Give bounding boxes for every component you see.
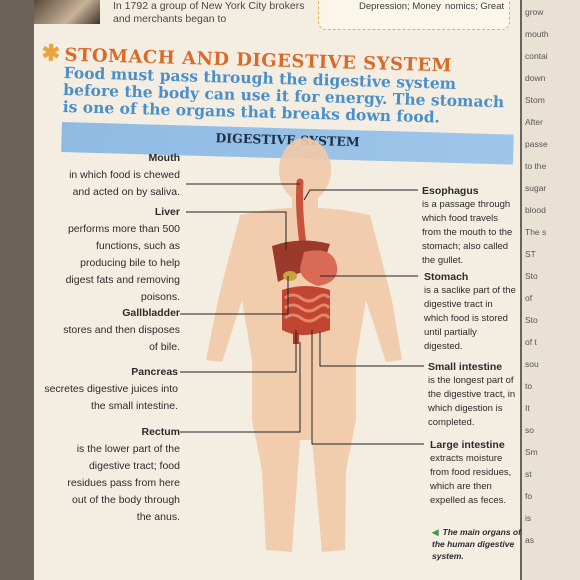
- label-stomach-name: Stomach: [424, 271, 469, 283]
- label-esophagus-name: Esophagus: [422, 185, 479, 197]
- label-mouth-desc: in which food is chewed and acted on by …: [69, 169, 180, 198]
- side-page-fragment: grow: [525, 7, 544, 17]
- caption-text: The main organs of the human digestive s…: [432, 527, 521, 561]
- side-page-fragment: of t: [525, 337, 537, 347]
- label-liver-name: Liver: [154, 206, 180, 218]
- pointer-lines: [180, 183, 424, 445]
- side-page-fragment: contai: [525, 51, 548, 61]
- side-page-fragment: mouth: [525, 29, 549, 39]
- label-pancreas-desc: secretes digestive juices into the small…: [44, 383, 178, 412]
- label-mouth-name: Mouth: [148, 152, 181, 164]
- label-esophagus-desc: is a passage through which food travels …: [422, 199, 513, 266]
- label-pancreas: Pancreas secretes digestive juices into …: [44, 364, 178, 415]
- label-gallbladder-desc: stores and then disposes of bile.: [63, 324, 180, 353]
- label-rectum: Rectum is the lower part of the digestiv…: [56, 424, 180, 526]
- label-gallbladder: Gallbladder stores and then disposes of …: [56, 305, 180, 356]
- side-page-fragment: is: [525, 513, 532, 523]
- side-page-fragment: to the: [525, 161, 547, 171]
- side-page-fragment: passe: [525, 139, 548, 149]
- label-small-intestine: Small intestine is the longest part of t…: [428, 360, 520, 430]
- side-page-fragment: to: [525, 381, 533, 391]
- side-page-fragment: The s: [525, 227, 547, 237]
- label-gallbladder-name: Gallbladder: [122, 307, 180, 319]
- label-large-intestine-desc: extracts moisture from food residues, wh…: [430, 453, 512, 506]
- gallbladder-organ: [283, 271, 297, 281]
- side-page-fragment: so: [525, 425, 534, 435]
- side-page-fragment: st: [525, 469, 532, 479]
- label-rectum-name: Rectum: [141, 426, 180, 438]
- related-topics-left: Depression; Money: [359, 1, 441, 12]
- side-page-fragment: down: [525, 73, 546, 83]
- label-large-intestine: Large intestine extracts moisture from f…: [430, 438, 522, 508]
- label-small-intestine-name: Small intestine: [428, 361, 503, 373]
- side-page-fragment: fo: [525, 491, 533, 501]
- side-page-fragment: Stom: [525, 95, 545, 105]
- side-page-fragment: Sm: [525, 447, 538, 457]
- side-page-fragment: Sto: [525, 315, 538, 325]
- label-mouth: Mouth in which food is chewed and acted …: [56, 150, 180, 201]
- label-large-intestine-name: Large intestine: [430, 439, 505, 451]
- top-photo: [34, 0, 100, 24]
- label-rectum-desc: is the lower part of the digestive tract…: [67, 443, 180, 523]
- related-topics-right: nomics; Great: [445, 1, 505, 12]
- side-page-fragment: blood: [525, 205, 546, 215]
- side-page-fragment: Sto: [525, 271, 538, 281]
- side-page-fragment: as: [525, 535, 534, 545]
- label-esophagus: Esophagus is a passage through which foo…: [422, 184, 518, 268]
- label-stomach-desc: is a saclike part of the digestive tract…: [424, 285, 516, 352]
- stomach-organ: [300, 250, 338, 286]
- label-stomach: Stomach is a saclike part of the digesti…: [424, 270, 516, 354]
- label-small-intestine-desc: is the longest part of the digestive tra…: [428, 375, 516, 428]
- side-page-fragment: After: [525, 117, 543, 127]
- side-page-fragment: ST: [525, 249, 536, 259]
- figure-caption: ◀The main organs of the human digestive …: [432, 526, 532, 562]
- label-liver-desc: performs more than 500 functions, such a…: [65, 223, 180, 303]
- related-topics-box: Depression; Money nomics; Great: [318, 0, 510, 30]
- caption-triangle-icon: ◀: [432, 527, 439, 537]
- side-page-fragment: It: [525, 403, 530, 413]
- label-pancreas-name: Pancreas: [131, 366, 178, 378]
- label-liver: Liver performs more than 500 functions, …: [56, 204, 180, 306]
- side-page-fragment: sugar: [525, 183, 547, 193]
- side-page-fragment: of: [525, 293, 533, 303]
- side-page-fragment: sou: [525, 359, 539, 369]
- body-silhouette: [206, 138, 402, 552]
- top-text: In 1792 a group of New York City brokers…: [113, 0, 305, 25]
